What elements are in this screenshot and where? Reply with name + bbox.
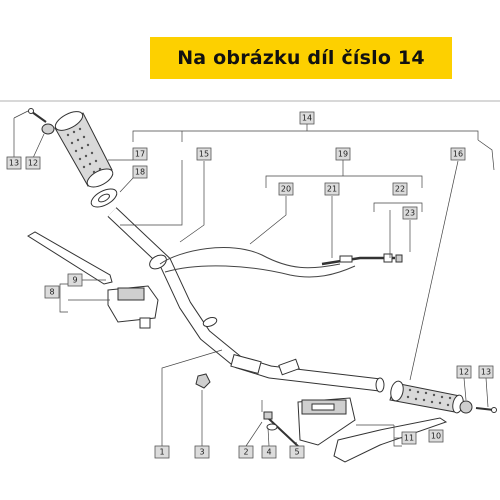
svg-text:1: 1 [159, 448, 164, 457]
callout-10: 10 [428, 429, 444, 443]
svg-text:18: 18 [135, 168, 145, 177]
svg-text:14: 14 [302, 114, 312, 123]
svg-text:8: 8 [49, 288, 54, 297]
right-bar-end-bolt [475, 407, 495, 411]
svg-text:9: 9 [72, 276, 77, 285]
callout-20: 20 [278, 182, 294, 196]
cable-adjuster [321, 253, 403, 266]
callout-13-left: 13 [6, 156, 22, 170]
callout-11: 11 [401, 431, 417, 445]
svg-text:21: 21 [327, 185, 337, 194]
callout-8: 8 [44, 285, 60, 299]
svg-text:15: 15 [199, 150, 209, 159]
right-grip [389, 380, 464, 414]
callout-15: 15 [196, 147, 212, 161]
svg-text:11: 11 [404, 434, 414, 443]
svg-text:3: 3 [199, 448, 204, 457]
svg-text:13: 13 [9, 159, 19, 168]
right-edge-mark [477, 139, 495, 171]
callout-14: 14 [299, 111, 315, 125]
handlebar-tube [107, 207, 385, 393]
callout-1: 1 [154, 445, 170, 459]
callout-16: 16 [450, 147, 466, 161]
clamp-bolt-head [263, 411, 273, 420]
left-brake-lever [27, 231, 113, 285]
callout-18: 18 [132, 165, 148, 179]
svg-text:16: 16 [453, 150, 463, 159]
callout-2: 2 [238, 445, 254, 459]
svg-text:10: 10 [431, 432, 441, 441]
svg-text:22: 22 [395, 185, 405, 194]
left-master-cylinder [107, 285, 159, 329]
svg-text:23: 23 [405, 209, 415, 218]
nut-part-3 [195, 373, 211, 389]
callout-19: 19 [335, 147, 351, 161]
callout-17: 17 [132, 147, 148, 161]
svg-text:20: 20 [281, 185, 291, 194]
callout-9: 9 [67, 273, 83, 287]
callout-5: 5 [289, 445, 305, 459]
svg-text:5: 5 [294, 448, 299, 457]
title-banner: Na obrázku díl číslo 14 [150, 37, 452, 79]
svg-text:17: 17 [135, 150, 145, 159]
left-bar-end-bolt [31, 111, 47, 123]
right-bar-end-weight [459, 400, 473, 414]
svg-text:13: 13 [481, 368, 491, 377]
banner-title: Na obrázku díl číslo 14 [177, 47, 425, 69]
callout-21: 21 [324, 182, 340, 196]
callout-3: 3 [194, 445, 210, 459]
svg-text:12: 12 [28, 159, 38, 168]
callout-23: 23 [402, 206, 418, 220]
callout-4: 4 [261, 445, 277, 459]
callout-12-right: 12 [456, 365, 472, 379]
left-grip [54, 111, 114, 188]
throttle-cable [159, 247, 341, 269]
callout-12-left: 12 [25, 156, 41, 170]
svg-text:2: 2 [243, 448, 248, 457]
left-bar-end-weight [41, 123, 55, 135]
callout-13-right: 13 [478, 365, 494, 379]
svg-text:19: 19 [338, 150, 348, 159]
right-master-cylinder [297, 397, 356, 446]
svg-text:12: 12 [459, 368, 469, 377]
svg-text:4: 4 [266, 448, 271, 457]
left-bolt-head [28, 108, 34, 114]
bolt-washer [266, 423, 278, 431]
callout-22: 22 [392, 182, 408, 196]
clamp-bolt [267, 417, 301, 449]
